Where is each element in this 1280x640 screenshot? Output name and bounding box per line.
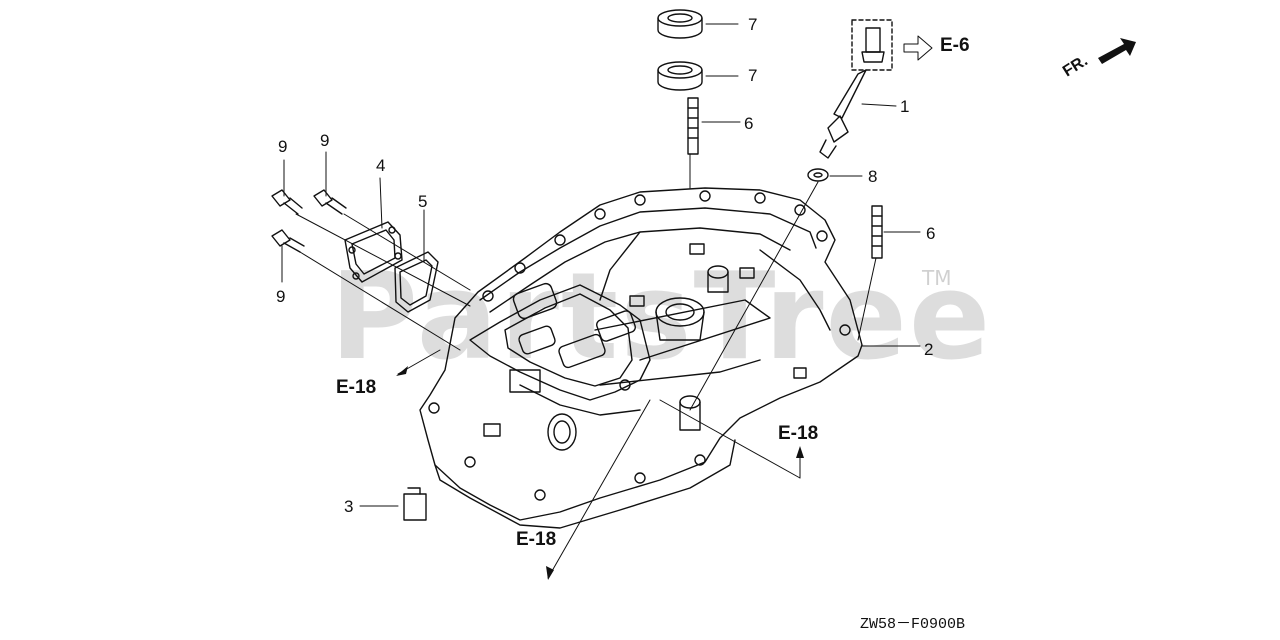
oil-seals	[657, 9, 703, 91]
callout-6-right: 6	[926, 224, 936, 243]
trademark-symbol: TM	[922, 266, 952, 290]
callout-7-mid: 7	[748, 66, 758, 85]
ref-e18-left[interactable]: E-18	[336, 377, 377, 398]
washer	[807, 168, 829, 182]
callout-6-top: 6	[744, 114, 754, 133]
callout-7-top: 7	[748, 15, 758, 34]
e6-reference-box	[851, 19, 893, 71]
clip	[403, 487, 427, 521]
callout-9-a: 9	[278, 137, 288, 156]
arrowheads	[396, 366, 804, 580]
diagram-code: ZW58－F0900B	[860, 616, 966, 633]
callout-8: 8	[868, 167, 878, 186]
ref-e18-right[interactable]: E-18	[778, 423, 819, 444]
dipstick	[819, 27, 885, 159]
callout-3: 3	[344, 497, 354, 516]
ref-e6[interactable]: E-6	[940, 35, 970, 56]
leader-lines	[281, 23, 933, 579]
cover-plate	[344, 221, 403, 283]
main-case	[419, 187, 863, 529]
callout-4: 4	[376, 156, 386, 175]
front-arrow	[1098, 38, 1136, 64]
callout-2: 2	[924, 340, 934, 359]
gasket	[394, 251, 439, 313]
bolts	[271, 189, 347, 253]
ref-e18-bottom[interactable]: E-18	[516, 529, 557, 550]
callout-9-c: 9	[276, 287, 286, 306]
studs	[687, 97, 883, 259]
callout-5: 5	[418, 192, 428, 211]
callout-9-b: 9	[320, 131, 330, 150]
callout-1: 1	[900, 97, 910, 116]
